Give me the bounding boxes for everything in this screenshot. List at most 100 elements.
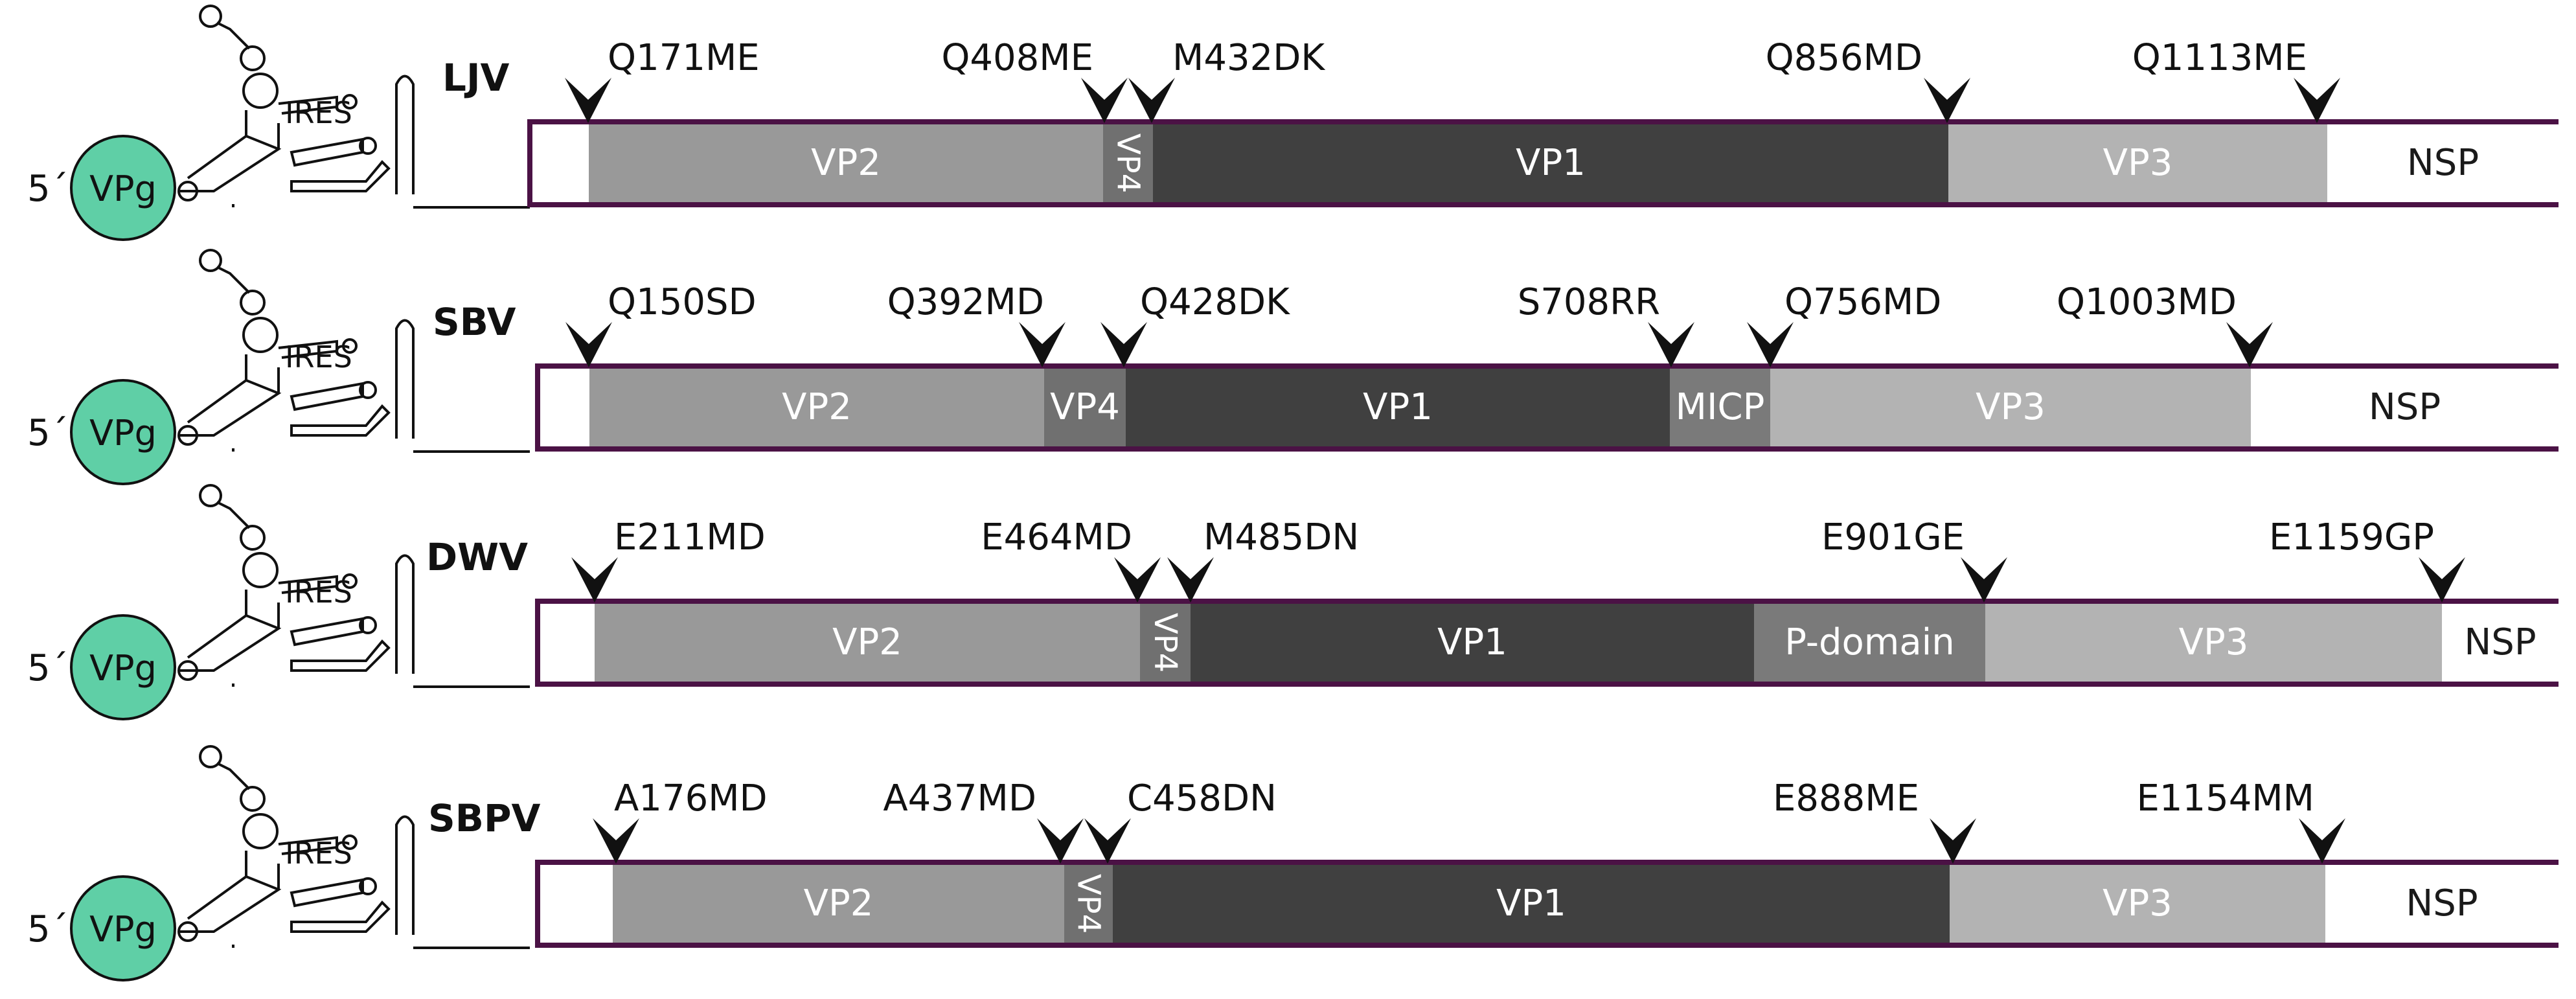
segment-vp3 — [1950, 862, 2325, 945]
segment-vp2 — [613, 862, 1064, 945]
five-prime-label: 5´ — [27, 412, 69, 454]
segment-vp1 — [1153, 122, 1948, 205]
cleavage-arrow — [1019, 322, 1066, 367]
segment-label: VP2 — [782, 386, 852, 428]
segment-vp4 — [1140, 601, 1191, 684]
segment-label: VP3 — [1976, 386, 2046, 428]
genome-outline — [535, 599, 2559, 687]
cleavage-arrow — [1084, 818, 1131, 864]
segment-vp2 — [589, 122, 1103, 205]
cleavage-arrow — [593, 818, 639, 864]
cleavage-site-label: E901GE — [1821, 516, 1965, 558]
segment-label: MICP — [1676, 386, 1765, 428]
ires-structure — [177, 5, 530, 209]
cleavage-arrow — [1037, 818, 1084, 864]
cleavage-site-label: E464MD — [981, 516, 1132, 558]
segment-vp1 — [1126, 366, 1670, 449]
cleavage-site-label: Q428DK — [1140, 281, 1290, 323]
segment-label: VP4 — [1071, 874, 1107, 934]
five-prime-label: 5´ — [27, 647, 69, 689]
segment-vp3 — [1770, 366, 2251, 449]
segment-label: NSP — [2407, 142, 2479, 184]
untranslated-region — [538, 862, 613, 945]
untranslated-region — [530, 122, 589, 205]
untranslated-region — [538, 366, 589, 449]
virus-name: SBPV — [428, 796, 540, 840]
segment-label: VP2 — [811, 142, 881, 184]
cleavage-site-label: E1159GP — [2269, 516, 2434, 558]
ires-label: IRES — [285, 95, 352, 130]
segment-label: VP4 — [1050, 386, 1120, 428]
segment-nsp — [2327, 122, 2559, 205]
segment-vp4 — [1044, 366, 1126, 449]
cleavage-site-label: Q856MD — [1766, 37, 1922, 79]
polyprotein: VP2 VP4 VP1 VP3 NSP — [535, 860, 2559, 948]
ires-structure — [177, 484, 530, 688]
segment-vp2 — [595, 601, 1140, 684]
vpg-protein — [70, 135, 176, 241]
segment-label: VP1 — [1516, 142, 1586, 184]
cleavage-arrow — [1167, 557, 1214, 603]
ires-structure — [177, 745, 530, 949]
cleavage-arrow — [2226, 322, 2273, 367]
cleavage-arrow — [2419, 557, 2465, 603]
polyprotein: VP2 VP4 VP1 MICP VP3 NSP — [535, 363, 2559, 452]
five-prime-label: 5´ — [27, 908, 69, 950]
segment-label: VP2 — [804, 882, 874, 924]
virus-name: LJV — [442, 56, 510, 100]
vpg-protein — [70, 614, 176, 720]
vpg-protein — [70, 379, 176, 485]
ires-label: IRES — [285, 575, 352, 610]
segment-label: VP2 — [832, 621, 902, 663]
ires-label: IRES — [285, 836, 352, 871]
segment-vp4 — [1064, 862, 1113, 945]
five-prime-label: 5´ — [27, 168, 69, 210]
cleavage-site-label: M485DN — [1203, 516, 1359, 558]
cleavage-site-label: A176MD — [614, 777, 768, 820]
segment-vp1 — [1191, 601, 1754, 684]
cleavage-site-label: E1154MM — [2136, 777, 2314, 820]
cleavage-arrow — [2294, 78, 2340, 123]
virus-name: DWV — [426, 535, 528, 579]
cleavage-arrow — [565, 78, 611, 123]
segment-vp2 — [589, 366, 1044, 449]
segment-label: NSP — [2464, 621, 2536, 663]
cleavage-arrow — [1128, 78, 1175, 123]
segment-label: NSP — [2406, 882, 2478, 924]
cleavage-site-label: S708RR — [1518, 281, 1660, 323]
genome-outline — [535, 363, 2559, 452]
cleavage-site-label: Q408ME — [941, 37, 1093, 79]
segment-label: NSP — [2369, 386, 2441, 428]
cleavage-site-label: Q392MD — [887, 281, 1044, 323]
segment-micp — [1670, 366, 1770, 449]
segment-label: P-domain — [1784, 621, 1954, 663]
vpg-label: VPg — [89, 168, 157, 209]
segment-label: VP3 — [2179, 621, 2249, 663]
segment-vp4 — [1103, 122, 1153, 205]
segment-label: VP1 — [1496, 882, 1566, 924]
cleavage-site-label: C458DN — [1127, 777, 1277, 820]
five-prime-leader: 5´ VPg IRES — [27, 745, 530, 982]
segment-label: VP3 — [2103, 882, 2172, 924]
vpg-label: VPg — [89, 909, 157, 950]
cleavage-arrow — [1081, 78, 1128, 123]
segment-p-domain — [1754, 601, 1985, 684]
cleavage-arrow — [565, 322, 612, 367]
segment-label: VP4 — [1147, 613, 1183, 672]
cleavage-arrow — [1961, 557, 2007, 603]
segment-vp3 — [1985, 601, 2442, 684]
cleavage-site-label: M432DK — [1172, 37, 1325, 79]
cleavage-site-label: Q1003MD — [2057, 281, 2237, 323]
cleavage-arrow — [1747, 322, 1794, 367]
virus-name: SBV — [433, 300, 516, 344]
cleavage-arrow — [1114, 557, 1161, 603]
cleavage-site-label: Q1113ME — [2132, 37, 2307, 79]
ires-label: IRES — [285, 339, 352, 374]
segment-label: VP1 — [1363, 386, 1433, 428]
